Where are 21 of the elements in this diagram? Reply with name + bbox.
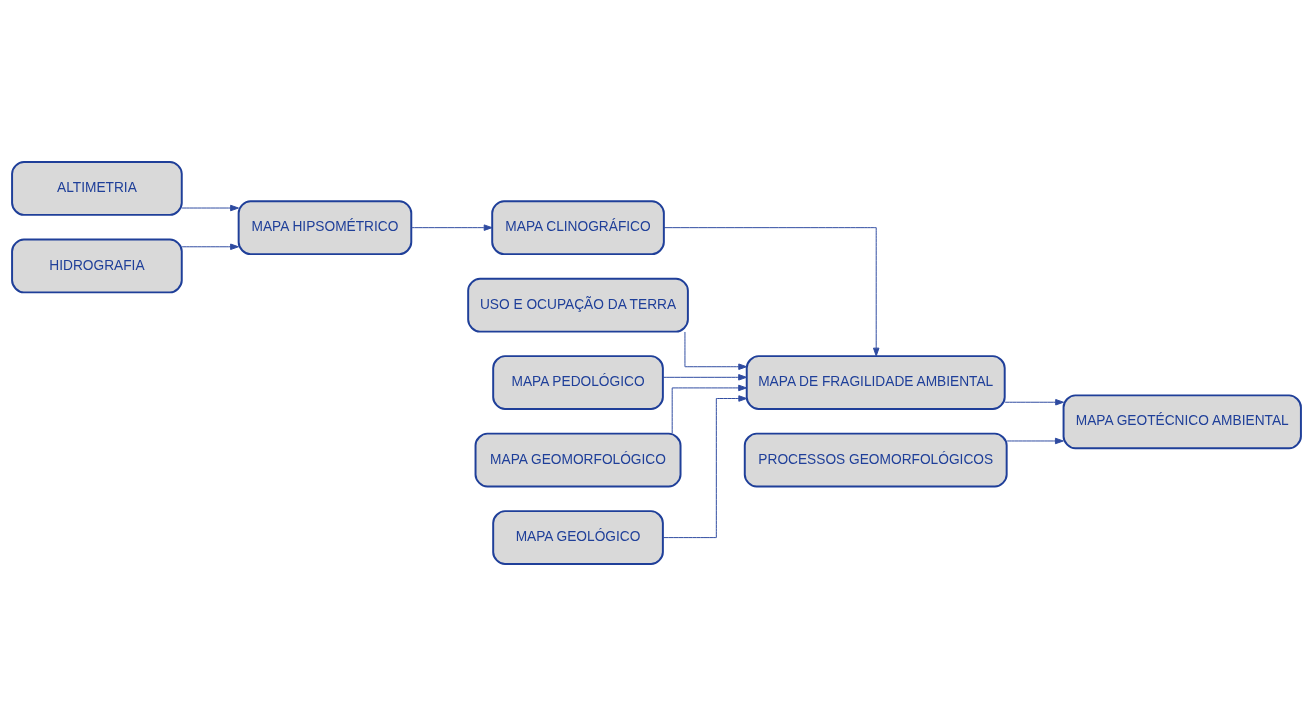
arrow: [181, 243, 239, 250]
arrow: [662, 373, 747, 381]
arrow: [662, 394, 748, 538]
node-box: MAPA CLINOGRÁFICO: [491, 199, 665, 255]
node-box: HIDROGRAFIA: [11, 237, 183, 293]
arrow: [684, 331, 748, 370]
node-box: MAPA GEOTÉCNICO AMBIENTAL: [1062, 393, 1302, 449]
node-box: MAPA PEDOLÓGICO: [492, 354, 664, 410]
arrow: [1006, 437, 1064, 444]
node-box: PROCESSOS GEOMORFOLÓGICOS: [743, 432, 1008, 488]
arrow: [410, 223, 493, 231]
arrow: [663, 226, 880, 356]
arrow: [181, 204, 239, 211]
node-box: USO E OCUPAÇÃO DA TERRA: [467, 277, 689, 333]
arrow: [1004, 398, 1065, 405]
node-box: ALTIMETRIA: [11, 160, 183, 216]
node-box: MAPA HIPSOMÉTRICO: [237, 199, 413, 255]
arrow: [671, 384, 747, 434]
node-box: MAPA GEOLÓGICO: [492, 509, 664, 565]
node-box: MAPA GEOMORFOLÓGICO: [474, 432, 682, 488]
node-box: MAPA DE FRAGILIDADE AMBIENTAL: [745, 354, 1006, 410]
